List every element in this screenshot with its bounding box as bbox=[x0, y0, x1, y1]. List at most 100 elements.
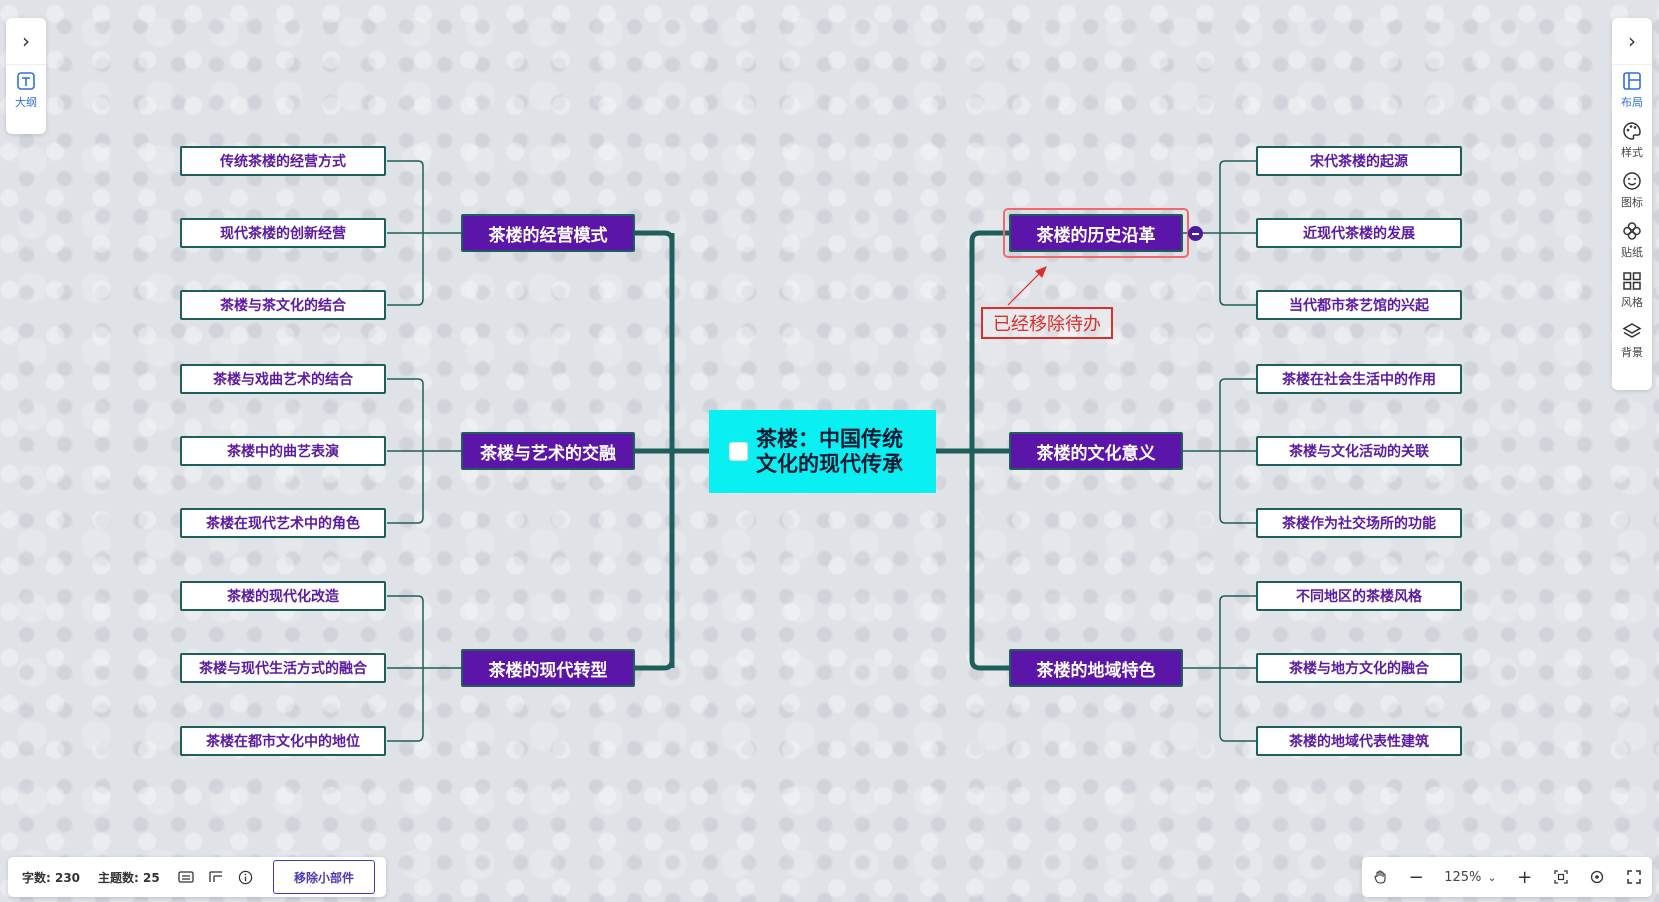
leaf-label: 现代茶楼的创新经营 bbox=[220, 226, 346, 242]
text-box-icon bbox=[17, 71, 35, 90]
layers-icon bbox=[1622, 322, 1642, 338]
leaf-topic[interactable]: 茶楼在现代艺术中的角色 bbox=[180, 508, 386, 538]
leaf-label: 茶楼与地方文化的融合 bbox=[1289, 661, 1429, 677]
branch-operation[interactable]: 茶楼的经营模式 bbox=[461, 214, 635, 252]
leaf-label: 茶楼与戏曲艺术的结合 bbox=[213, 372, 353, 388]
sticker-label: 贴纸 bbox=[1621, 245, 1643, 259]
branch-history[interactable]: 茶楼的历史沿革 bbox=[1009, 214, 1183, 252]
theme-label: 风格 bbox=[1621, 295, 1643, 309]
todo-checkbox[interactable] bbox=[729, 442, 748, 461]
theme-grid-icon bbox=[1623, 271, 1641, 290]
root-topic[interactable]: 茶楼：中国传统文化的现代传承 bbox=[709, 410, 936, 493]
locate-center-icon[interactable] bbox=[1589, 869, 1605, 885]
leaf-label: 茶楼与现代生活方式的融合 bbox=[199, 661, 367, 677]
icon-tool[interactable]: 图标 bbox=[1612, 165, 1652, 215]
leaf-topic[interactable]: 茶楼中的曲艺表演 bbox=[180, 436, 386, 466]
zoom-level: 125% bbox=[1444, 869, 1482, 885]
branch-label: 茶楼的地域特色 bbox=[1036, 660, 1156, 681]
branch-label: 茶楼的历史沿革 bbox=[1036, 225, 1156, 246]
root-topic-label: 茶楼：中国传统文化的现代传承 bbox=[756, 426, 903, 476]
word-count: 字数: 230 bbox=[22, 870, 81, 885]
keyboard-icon[interactable] bbox=[178, 870, 194, 884]
expand-right-panel-button[interactable]: › bbox=[1612, 18, 1652, 65]
branch-label: 茶楼的经营模式 bbox=[488, 225, 608, 246]
layout-label: 布局 bbox=[1621, 95, 1643, 109]
leaf-topic[interactable]: 茶楼与茶文化的结合 bbox=[180, 290, 386, 320]
leaf-label: 茶楼的地域代表性建筑 bbox=[1289, 734, 1429, 750]
leaf-topic[interactable]: 茶楼的现代化改造 bbox=[180, 581, 386, 611]
zoom-bar: − 125% ⌄ + bbox=[1362, 857, 1652, 897]
topic-count: 主题数: 25 bbox=[98, 870, 160, 885]
leaf-label: 茶楼在现代艺术中的角色 bbox=[206, 516, 360, 532]
leaf-topic[interactable]: 茶楼与现代生活方式的融合 bbox=[180, 653, 386, 683]
leaf-topic[interactable]: 茶楼与文化活动的关联 bbox=[1256, 436, 1462, 466]
chevron-down-icon: ⌄ bbox=[1487, 870, 1497, 884]
branch-culture[interactable]: 茶楼的文化意义 bbox=[1009, 432, 1183, 470]
smiley-icon bbox=[1623, 171, 1641, 190]
zoom-level-select[interactable]: 125% ⌄ bbox=[1444, 870, 1496, 885]
leaf-topic[interactable]: 近现代茶楼的发展 bbox=[1256, 218, 1462, 248]
remove-widget-button[interactable]: 移除小部件 bbox=[273, 860, 375, 894]
leaf-label: 茶楼在都市文化中的地位 bbox=[206, 734, 360, 750]
layout-tool[interactable]: 布局 bbox=[1612, 65, 1652, 115]
leaf-topic[interactable]: 茶楼与戏曲艺术的结合 bbox=[180, 364, 386, 394]
leaf-topic[interactable]: 茶楼在都市文化中的地位 bbox=[180, 726, 386, 756]
hand-tool-icon[interactable] bbox=[1372, 869, 1388, 885]
background-tool[interactable]: 背景 bbox=[1612, 315, 1652, 365]
sticker-icon bbox=[1623, 221, 1641, 240]
branch-modern[interactable]: 茶楼的现代转型 bbox=[461, 649, 635, 687]
branch-region[interactable]: 茶楼的地域特色 bbox=[1009, 649, 1183, 687]
chevron-right-icon: › bbox=[22, 29, 30, 53]
leaf-label: 茶楼在社会生活中的作用 bbox=[1282, 372, 1436, 388]
expand-left-panel-button[interactable]: › bbox=[6, 18, 46, 65]
chevron-right-icon: › bbox=[1628, 29, 1636, 53]
zoom-out-button[interactable]: − bbox=[1408, 866, 1424, 888]
fullscreen-icon[interactable] bbox=[1626, 869, 1642, 885]
info-icon[interactable] bbox=[238, 870, 253, 885]
branch-label: 茶楼的现代转型 bbox=[488, 660, 608, 681]
remove-widget-label: 移除小部件 bbox=[293, 870, 354, 885]
right-panel: › 布局 样式 图标 贴纸 风格 背景 bbox=[1612, 18, 1652, 390]
annotation-box: 已经移除待办 bbox=[981, 307, 1113, 339]
zoom-in-button[interactable]: + bbox=[1517, 866, 1533, 888]
leaf-topic[interactable]: 当代都市茶艺馆的兴起 bbox=[1256, 290, 1462, 320]
leaf-label: 宋代茶楼的起源 bbox=[1310, 154, 1408, 170]
leaf-label: 传统茶楼的经营方式 bbox=[220, 154, 346, 170]
leaf-label: 茶楼与文化活动的关联 bbox=[1289, 444, 1429, 460]
branch-label: 茶楼与艺术的交融 bbox=[480, 443, 616, 464]
branch-label: 茶楼的文化意义 bbox=[1036, 443, 1156, 464]
leaf-label: 茶楼中的曲艺表演 bbox=[227, 444, 339, 460]
leaf-label: 茶楼的现代化改造 bbox=[227, 589, 339, 605]
leaf-topic[interactable]: 现代茶楼的创新经营 bbox=[180, 218, 386, 248]
annotation-text: 已经移除待办 bbox=[993, 314, 1101, 335]
theme-tool[interactable]: 风格 bbox=[1612, 265, 1652, 315]
leaf-topic[interactable]: 茶楼在社会生活中的作用 bbox=[1256, 364, 1462, 394]
layout-icon bbox=[1623, 71, 1641, 90]
leaf-topic[interactable]: 茶楼与地方文化的融合 bbox=[1256, 653, 1462, 683]
fit-view-icon[interactable] bbox=[1553, 869, 1569, 885]
collapse-toggle-button[interactable] bbox=[1188, 226, 1203, 241]
style-tool[interactable]: 样式 bbox=[1612, 115, 1652, 165]
leaf-topic[interactable]: 茶楼作为社交场所的功能 bbox=[1256, 508, 1462, 538]
branch-art[interactable]: 茶楼与艺术的交融 bbox=[461, 432, 635, 470]
leaf-topic[interactable]: 宋代茶楼的起源 bbox=[1256, 146, 1462, 176]
style-label: 样式 bbox=[1621, 145, 1643, 159]
leaf-label: 近现代茶楼的发展 bbox=[1303, 226, 1415, 242]
structure-icon[interactable] bbox=[208, 870, 224, 884]
leaf-label: 茶楼与茶文化的结合 bbox=[220, 298, 346, 314]
outline-label: 大纲 bbox=[15, 95, 37, 109]
leaf-topic[interactable]: 茶楼的地域代表性建筑 bbox=[1256, 726, 1462, 756]
leaf-label: 当代都市茶艺馆的兴起 bbox=[1289, 298, 1429, 314]
leaf-label: 茶楼作为社交场所的功能 bbox=[1282, 516, 1436, 532]
outline-button[interactable]: 大纲 bbox=[6, 65, 46, 115]
leaf-label: 不同地区的茶楼风格 bbox=[1296, 589, 1422, 605]
palette-icon bbox=[1623, 121, 1641, 140]
leaf-topic[interactable]: 传统茶楼的经营方式 bbox=[180, 146, 386, 176]
background-label: 背景 bbox=[1621, 345, 1643, 359]
sticker-tool[interactable]: 贴纸 bbox=[1612, 215, 1652, 265]
left-panel: › 大纲 bbox=[6, 18, 46, 134]
leaf-topic[interactable]: 不同地区的茶楼风格 bbox=[1256, 581, 1462, 611]
minus-icon bbox=[1192, 232, 1199, 235]
icon-label: 图标 bbox=[1621, 195, 1643, 209]
